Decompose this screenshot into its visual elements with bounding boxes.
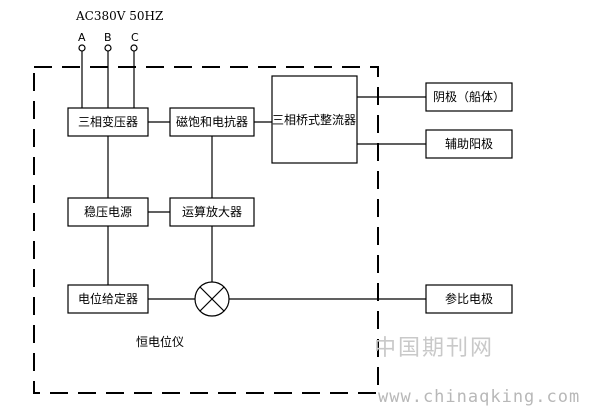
enclosure-border xyxy=(33,66,379,394)
block-ref-electrode: 参比电极 xyxy=(425,284,513,314)
terminal-b xyxy=(104,44,112,52)
terminal-c xyxy=(130,44,138,52)
block-rectifier: 三相桥式整流器 xyxy=(271,75,358,164)
watermark-cn: 中国期刊网 xyxy=(374,336,494,361)
block-reactor: 磁饱和电抗器 xyxy=(169,107,255,137)
block-anode: 阴极（船体） xyxy=(425,82,513,112)
block-potential-setter: 电位给定器 xyxy=(67,284,149,314)
phase-b-label: B xyxy=(104,31,112,44)
enclosure-label: 恒电位仪 xyxy=(136,334,184,349)
svg-text:阴极（船体）: 阴极（船体） xyxy=(433,90,505,104)
connections xyxy=(107,96,426,300)
block-aux-anode: 辅助阳极 xyxy=(425,129,513,159)
block-regulated-supply: 稳压电源 xyxy=(67,197,149,227)
svg-text:电位给定器: 电位给定器 xyxy=(78,291,138,306)
svg-text:三相变压器: 三相变压器 xyxy=(78,114,138,129)
svg-text:三相桥式整流器: 三相桥式整流器 xyxy=(272,112,356,127)
block-op-amp: 运算放大器 xyxy=(169,197,255,227)
watermark-url: www.chinaqking.com xyxy=(378,387,580,406)
phase-c-label: C xyxy=(131,31,139,44)
power-input: AC380V 50HZ A B C xyxy=(75,9,163,108)
summing-junction-icon xyxy=(194,281,230,317)
supply-label: AC380V 50HZ xyxy=(75,9,163,23)
phase-a-label: A xyxy=(78,31,86,44)
svg-text:磁饱和电抗器: 磁饱和电抗器 xyxy=(176,114,248,129)
svg-text:运算放大器: 运算放大器 xyxy=(182,204,242,219)
terminal-a xyxy=(78,44,86,52)
svg-text:辅助阳极: 辅助阳极 xyxy=(445,137,493,151)
svg-text:稳压电源: 稳压电源 xyxy=(84,204,132,219)
block-transformer: 三相变压器 xyxy=(67,107,149,137)
svg-text:参比电极: 参比电极 xyxy=(445,291,493,306)
